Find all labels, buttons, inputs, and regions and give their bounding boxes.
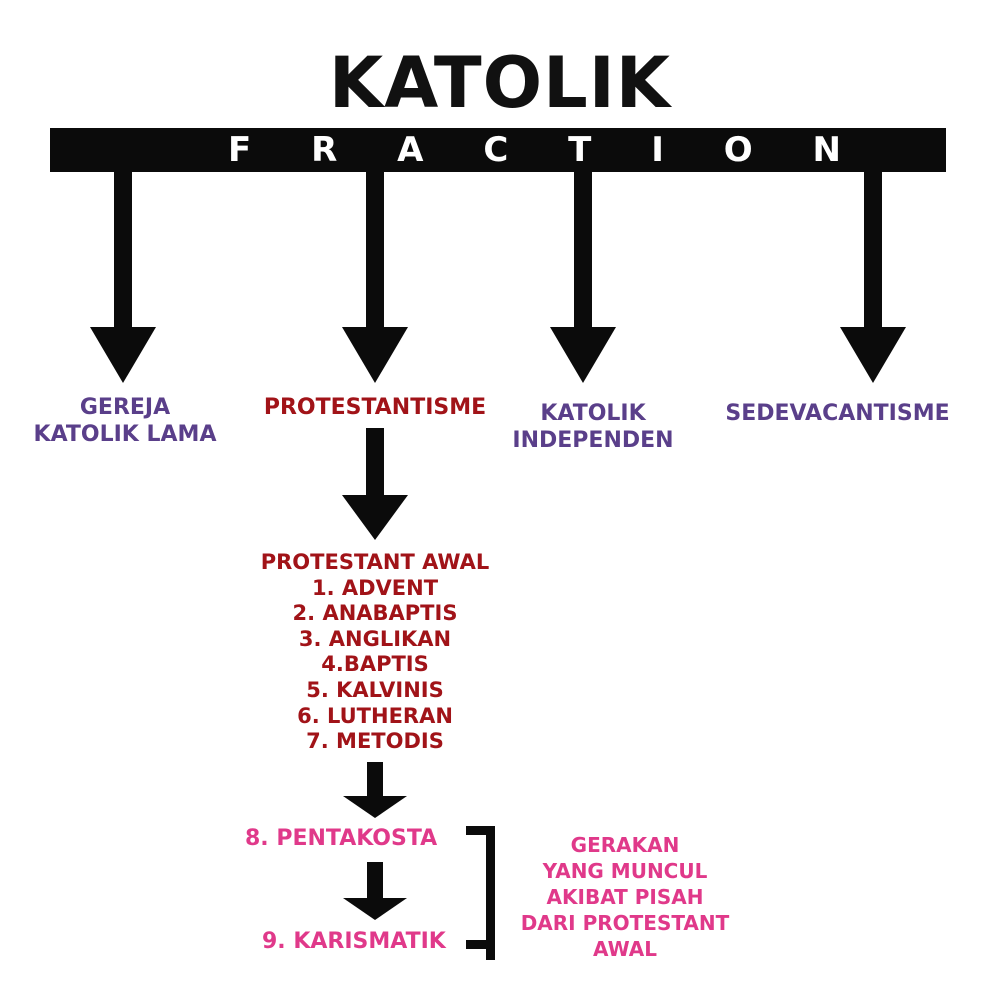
branch-label-line: KATOLIK: [540, 401, 646, 426]
fraction-bar: [50, 128, 946, 172]
fraction-letter: N: [812, 130, 841, 170]
branch-label-line: PROTESTANTISME: [263, 395, 487, 420]
item-karismatik: 9. KARISMATIK: [262, 929, 446, 954]
arrow-shaft-3: [574, 170, 592, 330]
fraction-letter: T: [568, 130, 592, 170]
item-pentakosta: 8. PENTAKOSTA: [245, 826, 438, 851]
branch-katolik-independen: KATOLIK INDEPENDEN: [498, 400, 688, 454]
list-item: 1. ADVENT: [311, 575, 439, 600]
list-item: 2. ANABAPTIS: [292, 601, 458, 626]
arrow-head-karismatik: [343, 898, 407, 920]
branch-label-line: GEREJA: [79, 395, 171, 420]
arrow-head-1: [90, 327, 156, 383]
branch-sedevacantisme: SEDEVACANTISME: [705, 400, 970, 427]
bracket-note: GERAKAN YANG MUNCUL AKIBAT PISAH DARI PR…: [500, 832, 750, 962]
list-item: 4.BAPTIS: [321, 652, 429, 677]
bracket-top: [466, 826, 495, 835]
arrow-head-protestant: [342, 495, 408, 540]
branch-gereja-katolik-lama: GEREJA KATOLIK LAMA: [20, 394, 230, 448]
bracket-bottom: [466, 940, 495, 949]
diagram-title: KATOLIK: [328, 42, 672, 124]
arrow-head-4: [840, 327, 906, 383]
list-item: 6. LUTHERAN: [297, 703, 453, 728]
list-item: 3. ANGLIKAN: [298, 626, 452, 651]
arrow-shaft-protestant: [366, 428, 384, 498]
arrow-shaft-1: [114, 170, 132, 330]
branch-label-line: SEDEVACANTISME: [725, 401, 950, 426]
fraction-label: F R A C T I O N: [50, 128, 946, 172]
fraction-letter: C: [483, 130, 509, 170]
arrow-shaft-later: [367, 762, 383, 800]
arrow-shaft-4: [864, 170, 882, 330]
list-item: 5. KALVINIS: [306, 677, 444, 702]
list-item: 7. METODIS: [306, 729, 444, 754]
note-line: AKIBAT PISAH: [546, 885, 704, 909]
arrow-shaft-karismatik: [367, 862, 383, 902]
bracket-vertical: [486, 828, 495, 960]
note-line: AWAL: [593, 937, 657, 961]
fraction-letter: R: [311, 130, 338, 170]
list-heading: PROTESTANT AWAL: [260, 550, 490, 574]
fraction-letter: O: [723, 130, 753, 170]
arrow-shaft-2: [366, 170, 384, 330]
fraction-letter: F: [228, 130, 252, 170]
arrow-head-3: [550, 327, 616, 383]
branch-label-line: KATOLIK LAMA: [33, 422, 217, 447]
arrow-head-2: [342, 327, 408, 383]
note-line: GERAKAN: [570, 833, 680, 857]
fraction-letter: I: [651, 130, 664, 170]
fraction-letter: A: [397, 130, 424, 170]
note-line: DARI PROTESTANT: [520, 911, 730, 935]
arrow-head-later: [343, 796, 407, 818]
branch-protestantisme: PROTESTANTISME: [250, 394, 500, 421]
branch-label-line: INDEPENDEN: [512, 428, 674, 453]
protestant-awal-list: PROTESTANT AWAL 1. ADVENT 2. ANABAPTIS 3…: [230, 550, 520, 755]
note-line: YANG MUNCUL: [542, 859, 708, 883]
